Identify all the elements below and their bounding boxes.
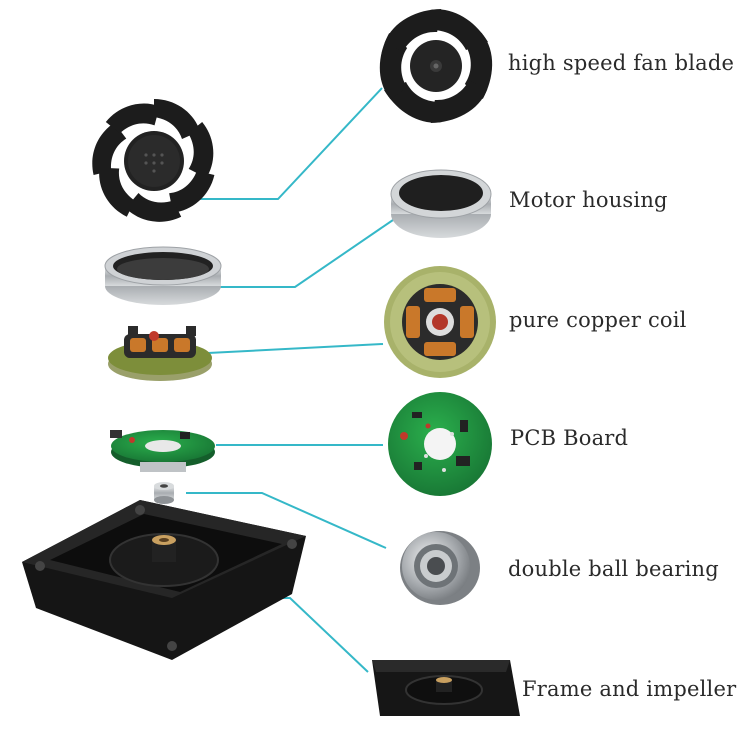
label-pcb-board: PCB Board	[510, 426, 628, 450]
fan-frame-small-icon	[372, 660, 520, 716]
ball-bearing-small-icon	[154, 482, 174, 504]
leader-line-housing	[204, 220, 393, 287]
label-frame-impeller: Frame and impeller	[522, 677, 736, 701]
label-fan-blade: high speed fan blade	[508, 51, 734, 75]
motor-housing-right-icon	[391, 170, 491, 238]
fan-blade-right-icon	[361, 0, 511, 139]
pcb-board-right-icon	[388, 392, 492, 496]
motor-housing-left-icon	[105, 247, 221, 305]
ball-bearing-large-icon	[400, 531, 480, 605]
stator-coil-right-icon	[384, 266, 496, 378]
leader-line-coil	[208, 344, 383, 353]
leader-line-fan	[185, 88, 382, 199]
fan-frame-large-icon	[22, 500, 306, 660]
pcb-board-left-icon	[110, 430, 215, 472]
label-ball-bearing: double ball bearing	[508, 557, 719, 581]
stator-coil-left-icon	[108, 326, 212, 381]
label-motor-housing: Motor housing	[509, 188, 668, 212]
fan-blade-left-icon	[83, 86, 231, 237]
label-copper-coil: pure copper coil	[509, 308, 687, 332]
